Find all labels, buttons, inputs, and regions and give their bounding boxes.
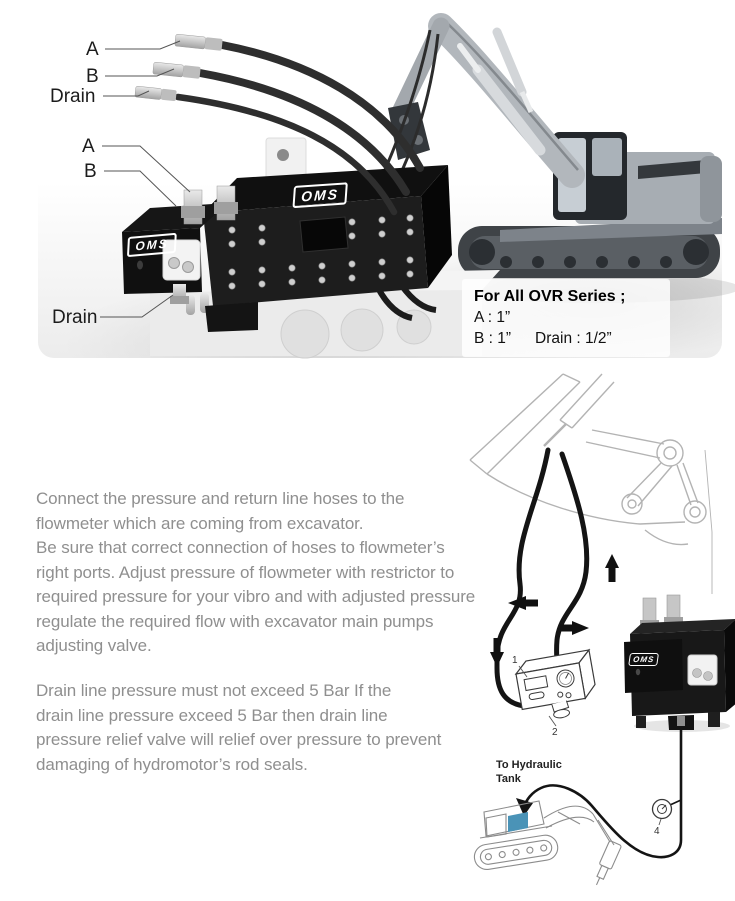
- flow-direction-arrows: [490, 554, 619, 667]
- callout-4-relief-valve: 4: [654, 826, 660, 837]
- product-illustration: [100, 13, 735, 359]
- oms-logo: OMS: [292, 182, 348, 209]
- hose-label-b: B: [86, 66, 99, 87]
- hose-label-drain: Drain: [50, 86, 96, 107]
- to-hydraulic-tank-label: To Hydraulic Tank: [496, 759, 562, 785]
- diagram-lineart: [469, 373, 735, 886]
- drain-line: [522, 730, 683, 859]
- relief-valve: [651, 798, 673, 820]
- mini-excavator: [473, 800, 622, 886]
- flowmeter: [514, 648, 596, 719]
- callout-leader-lines: [100, 40, 191, 318]
- instruction-paragraph-2: Drain line pressure must not exceed 5 Ba…: [36, 681, 442, 774]
- spec-title: For All OVR Series ;: [474, 288, 626, 305]
- callout-2-restrictor: 2: [552, 727, 558, 738]
- spec-row-a: A : 1”: [474, 309, 511, 326]
- port-label-b: B: [84, 161, 97, 182]
- spec-info-box: For All OVR Series ; A : 1” B : 1” Drain…: [462, 279, 670, 357]
- mini-vibro-device: [624, 594, 735, 732]
- vibro-device: [122, 137, 452, 332]
- port-label-a: A: [82, 136, 95, 157]
- hose-bundle: [134, 33, 424, 216]
- flowmeter-callout-leaders: [518, 665, 662, 826]
- hydraulic-connection-diagram: 1 2 4 To Hydraulic Tank OMS: [440, 372, 735, 901]
- callout-1-flowmeter: 1: [512, 655, 518, 666]
- spec-row-drain: Drain : 1/2”: [535, 330, 612, 347]
- port-label-drain: Drain: [52, 307, 98, 328]
- hose-label-a: A: [86, 39, 99, 60]
- spec-row-b: B : 1”: [474, 330, 512, 347]
- oms-logo: OMS: [628, 653, 660, 666]
- stick-lineart: [469, 373, 713, 594]
- hydraulic-tank-highlight: [508, 812, 528, 832]
- pressure-return-hoses: [494, 447, 590, 709]
- instruction-paragraph-1: Connect the pressure and return line hos…: [36, 489, 476, 655]
